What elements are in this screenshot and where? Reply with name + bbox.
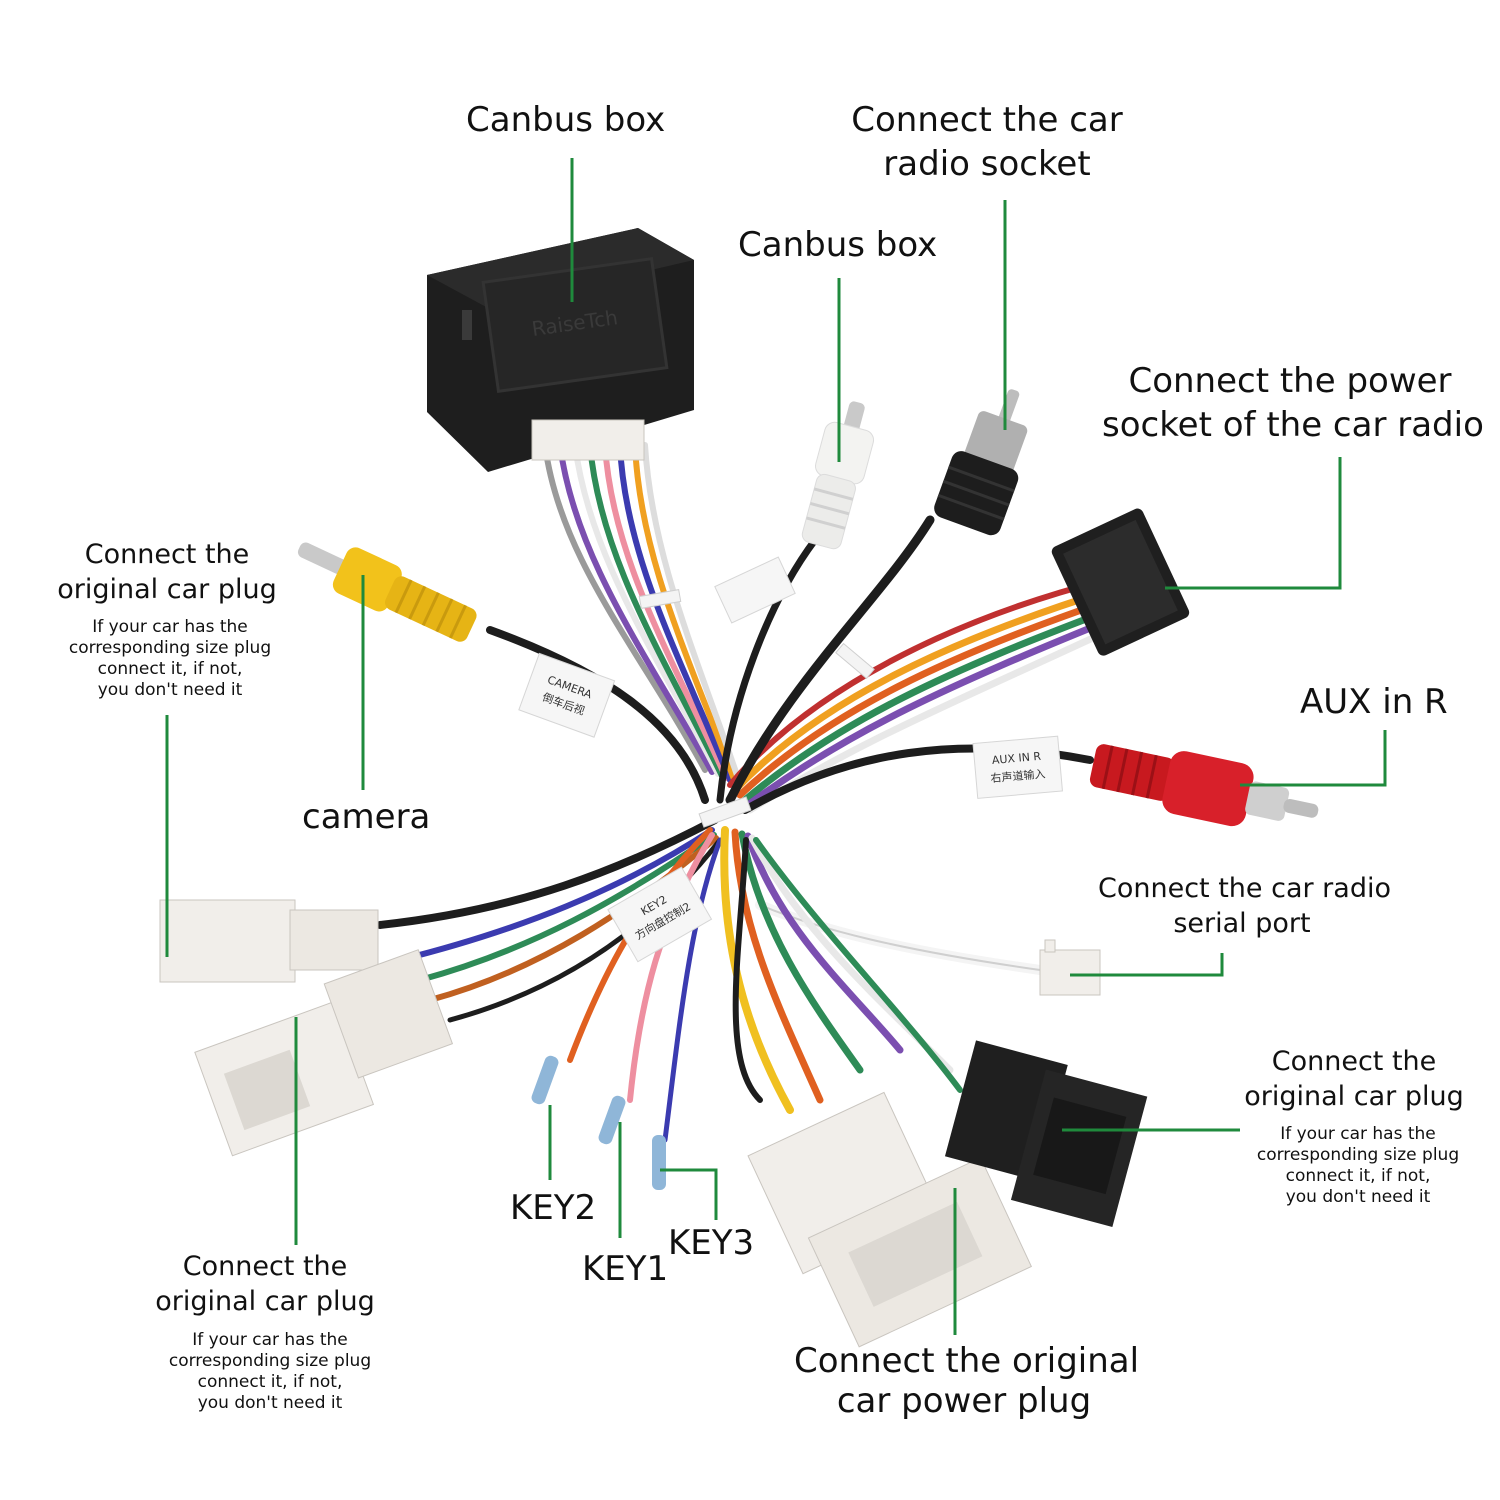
aux-tag: AUX IN R 右声道输入 bbox=[972, 735, 1063, 799]
white-rca-tag bbox=[714, 556, 796, 624]
label-power-socket: Connect the power socket of the car radi… bbox=[1102, 361, 1484, 445]
label-canbus-box-2: Canbus box bbox=[738, 225, 938, 265]
left-original-plug bbox=[159, 899, 379, 983]
leader-power-socket bbox=[1165, 457, 1342, 590]
canbus-box: RaiseTch bbox=[427, 228, 694, 472]
power-socket-connector bbox=[1051, 508, 1190, 656]
bottom-left-original-plug bbox=[194, 949, 454, 1157]
right-original-plug bbox=[944, 1040, 1148, 1228]
label-key2: KEY2 bbox=[510, 1188, 597, 1228]
note-original-plug-bottom: If your car has the corresponding size p… bbox=[168, 1330, 372, 1413]
label-canbus-box-top: Canbus box bbox=[466, 100, 666, 140]
leader-key3 bbox=[660, 1168, 718, 1220]
key-tag: KEY2 方向盘控制2 bbox=[607, 866, 713, 963]
label-key3: KEY3 bbox=[668, 1223, 755, 1263]
svg-text:右声道输入: 右声道输入 bbox=[990, 766, 1046, 785]
camera-rca-plug bbox=[297, 542, 477, 642]
white-rca-plug bbox=[801, 401, 875, 550]
label-radio-socket: Connect the car radio socket bbox=[851, 100, 1123, 184]
label-car-power-plug: Connect the original car power plug bbox=[794, 1341, 1140, 1421]
leader-serial-port bbox=[1070, 953, 1224, 977]
serial-port-connector bbox=[1039, 939, 1101, 996]
wire-bundle bbox=[376, 442, 1114, 1143]
label-original-plug-bottom: Connect the original car plug bbox=[155, 1251, 375, 1317]
antenna-plug bbox=[934, 389, 1028, 536]
leader-lines bbox=[165, 158, 1387, 1335]
note-original-plug-left: If your car has the corresponding size p… bbox=[68, 617, 272, 700]
label-camera: camera bbox=[302, 797, 431, 837]
label-original-plug-left: Connect the original car plug bbox=[57, 539, 277, 605]
label-key1: KEY1 bbox=[582, 1249, 669, 1289]
aux-rca-plug bbox=[1089, 744, 1319, 827]
label-serial-port: Connect the car radio serial port bbox=[1098, 873, 1391, 939]
leader-aux-in-r bbox=[1240, 730, 1387, 787]
camera-tag: CAMERA 倒车后视 bbox=[518, 652, 616, 738]
svg-text:AUX IN R: AUX IN R bbox=[991, 750, 1042, 767]
key-wire-tips bbox=[531, 1055, 666, 1190]
note-original-plug-right: If your car has the corresponding size p… bbox=[1256, 1124, 1460, 1207]
label-original-plug-right: Connect the original car plug bbox=[1244, 1046, 1464, 1112]
car-power-plug bbox=[747, 1091, 1033, 1348]
label-aux-in-r: AUX in R bbox=[1300, 682, 1448, 722]
